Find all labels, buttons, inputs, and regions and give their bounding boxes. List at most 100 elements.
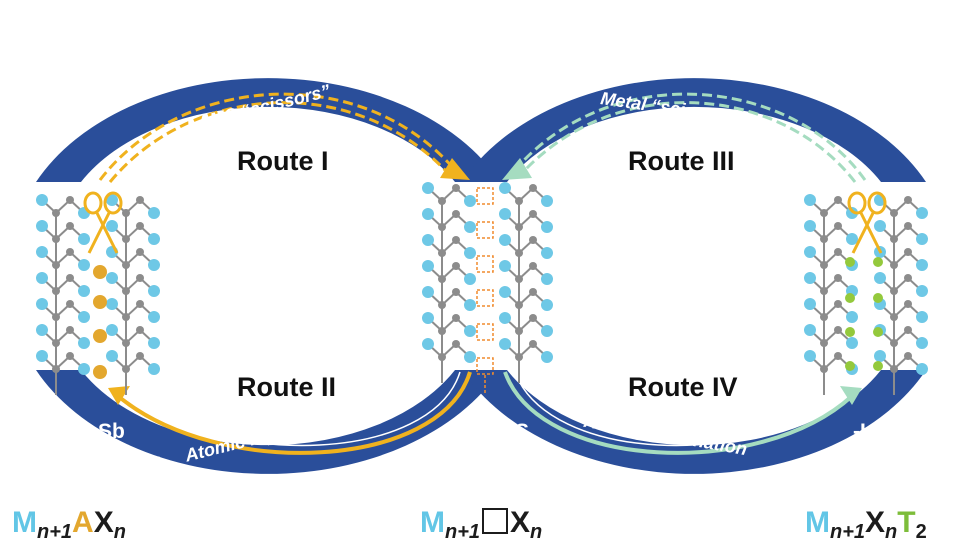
atom — [529, 262, 537, 270]
atom — [66, 326, 74, 334]
right-ring — [462, 78, 926, 474]
a-layer-atom — [93, 365, 107, 379]
atom — [52, 209, 60, 217]
atom — [36, 272, 48, 284]
atom — [422, 260, 434, 272]
atom — [66, 352, 74, 360]
atom — [464, 221, 476, 233]
route-3-title: Route III — [628, 146, 735, 176]
atom — [820, 339, 828, 347]
atom — [834, 274, 842, 282]
element-ag: Ag — [303, 488, 331, 511]
atom — [916, 337, 928, 349]
atom — [464, 273, 476, 285]
anion-te: -Te — [585, 478, 615, 501]
atom — [148, 337, 160, 349]
atom — [464, 325, 476, 337]
atom — [136, 300, 144, 308]
element-zn: Zn — [755, 47, 781, 70]
atom — [820, 261, 828, 269]
vacancy-symbol — [482, 508, 509, 534]
atom — [106, 194, 118, 206]
a-layer-atom — [93, 265, 107, 279]
atom — [78, 233, 90, 245]
atom — [515, 223, 523, 231]
ion-cu-plus: Cu+ — [390, 68, 426, 93]
atom — [529, 210, 537, 218]
atom — [66, 248, 74, 256]
atom — [499, 286, 511, 298]
atom — [541, 195, 553, 207]
atom — [916, 233, 928, 245]
atom — [820, 313, 828, 321]
atom — [122, 365, 130, 373]
element-ga-top: Ga — [600, 47, 629, 70]
atom — [438, 197, 446, 205]
atom — [515, 327, 523, 335]
atom — [916, 363, 928, 375]
atom — [52, 313, 60, 321]
atom — [66, 196, 74, 204]
atom — [452, 288, 460, 296]
atom — [804, 220, 816, 232]
atom — [452, 340, 460, 348]
atom — [52, 235, 60, 243]
atomic-arrow-head — [108, 386, 130, 405]
atom — [438, 327, 446, 335]
anion-p: -P — [648, 492, 669, 515]
element-sn: Sn — [385, 466, 412, 489]
termination-atom — [845, 327, 855, 337]
atom — [874, 350, 886, 362]
scissors-icon — [83, 191, 123, 254]
atom — [106, 324, 118, 336]
atom — [820, 209, 828, 217]
atom — [452, 262, 460, 270]
route-4-title: Route IV — [628, 372, 738, 402]
termination-atom — [873, 293, 883, 303]
atom — [804, 298, 816, 310]
atom — [66, 222, 74, 230]
formula-mxene: Mn+1XnT2 — [805, 506, 927, 543]
atom — [804, 350, 816, 362]
atom — [422, 208, 434, 220]
atom — [846, 233, 858, 245]
atom — [804, 324, 816, 336]
ion-cu: Cu2+ — [198, 34, 241, 59]
atom — [515, 275, 523, 283]
atom — [148, 285, 160, 297]
termination-atom — [845, 361, 855, 371]
element-al: Al — [680, 32, 701, 55]
route-2-title: Route II — [237, 372, 336, 402]
atom — [464, 351, 476, 363]
atom — [904, 196, 912, 204]
atom — [499, 338, 511, 350]
atom — [36, 298, 48, 310]
anion-arrow-head — [840, 386, 862, 405]
atom — [890, 235, 898, 243]
atom — [464, 195, 476, 207]
atom — [422, 286, 434, 298]
termination-atom — [845, 293, 855, 303]
termination-atom — [845, 257, 855, 267]
atom — [78, 311, 90, 323]
atom — [890, 313, 898, 321]
atom — [78, 285, 90, 297]
atom — [122, 287, 130, 295]
atom — [136, 274, 144, 282]
atom — [904, 222, 912, 230]
atom — [529, 314, 537, 322]
anion-cl: -Cl — [760, 478, 788, 501]
atom — [66, 274, 74, 282]
atom — [422, 312, 434, 324]
atom — [515, 249, 523, 257]
atom — [148, 259, 160, 271]
atom — [122, 209, 130, 217]
atom — [874, 220, 886, 232]
termination-atom — [873, 327, 883, 337]
atom — [78, 259, 90, 271]
atom — [890, 261, 898, 269]
atom — [122, 339, 130, 347]
